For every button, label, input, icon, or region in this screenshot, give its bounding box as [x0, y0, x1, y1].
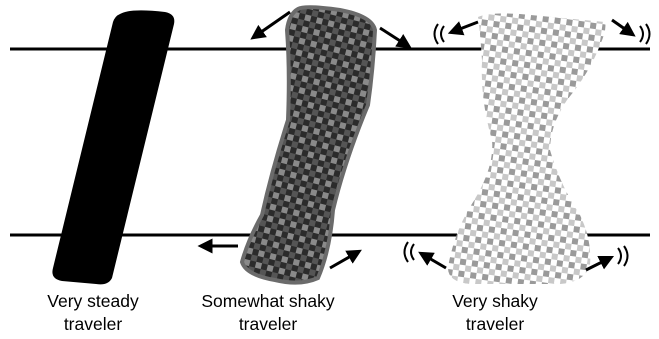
- motion-arrow-icon: [380, 28, 408, 46]
- caption-line: Somewhat shaky: [173, 290, 363, 313]
- vibration-arrow-icon: [435, 22, 479, 44]
- very-shaky-traveler-icon: [448, 13, 605, 284]
- vibration-arrow-icon: [586, 246, 628, 270]
- vibration-arrow-icon: [612, 20, 650, 44]
- caption-line: Very shaky: [400, 290, 590, 313]
- steady-traveler-icon: [52, 10, 174, 284]
- caption-line: traveler: [173, 313, 363, 336]
- vibration-arrow-icon: [405, 242, 447, 268]
- motion-arrow-icon: [330, 252, 358, 268]
- caption-somewhat-shaky-traveler: Somewhat shaky traveler: [173, 290, 363, 336]
- motion-arrow-icon: [254, 12, 290, 37]
- caption-line: traveler: [0, 313, 188, 336]
- caption-line: traveler: [400, 313, 590, 336]
- caption-steady-traveler: Very steady traveler: [0, 290, 188, 336]
- caption-very-shaky-traveler: Very shaky traveler: [400, 290, 590, 336]
- caption-line: Very steady: [0, 290, 188, 313]
